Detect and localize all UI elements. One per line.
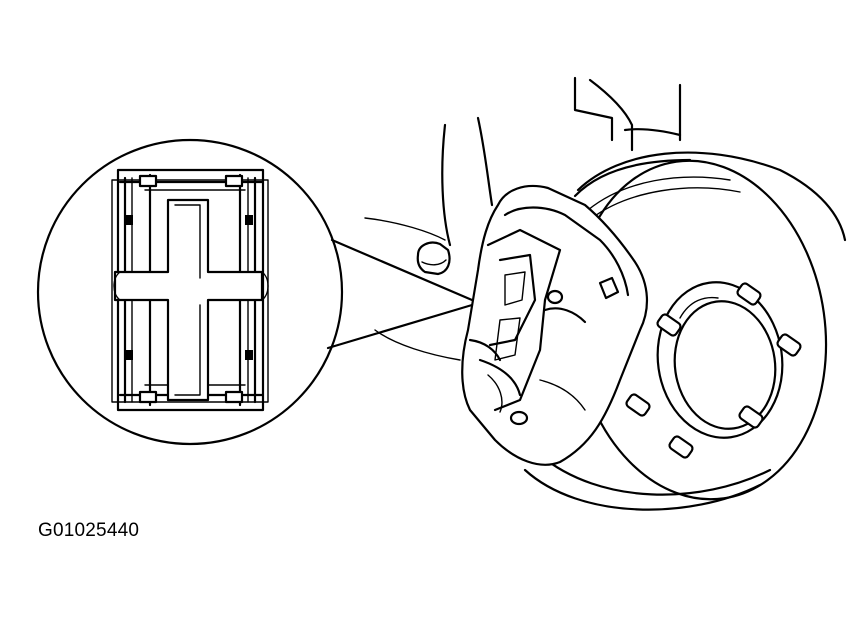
figure-code: G01025440: [38, 520, 140, 541]
knuckle-bolt: [416, 241, 451, 276]
brake-rotor: [523, 151, 847, 511]
brake-caliper: [461, 184, 649, 466]
brake-pad-detail: [111, 168, 269, 412]
detail-magnifier: [36, 138, 474, 446]
wheel-studs: [625, 282, 802, 459]
suspension-strut: [364, 76, 682, 361]
wheel-hub: [656, 281, 784, 439]
